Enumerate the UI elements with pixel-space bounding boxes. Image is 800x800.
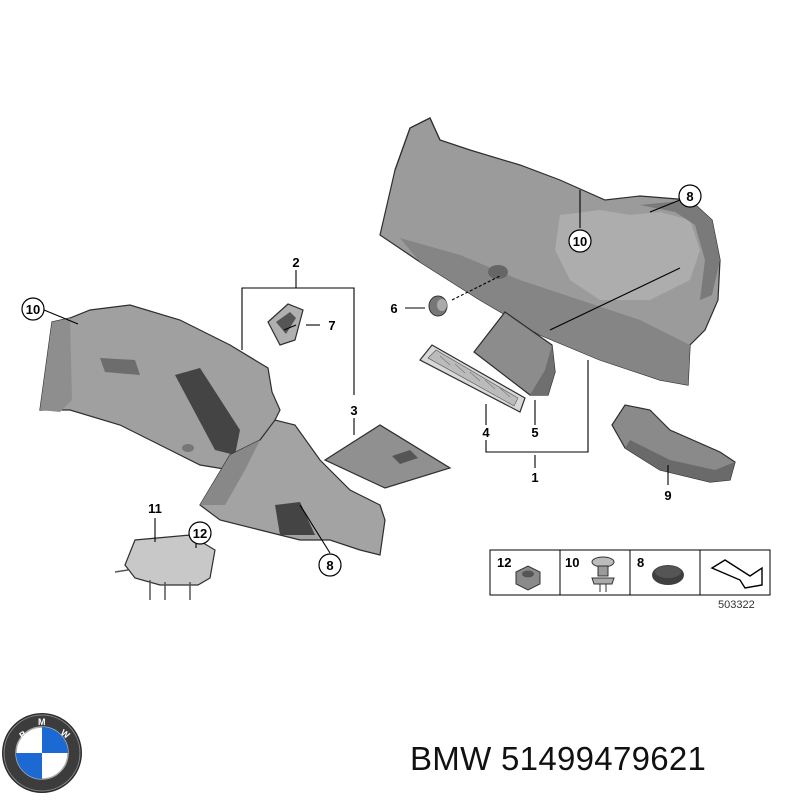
svg-text:7: 7 <box>328 318 335 333</box>
footer-part-number: BMW 51499479621 <box>410 740 706 778</box>
cover-panel <box>473 311 556 396</box>
callout-3: 3 <box>350 403 357 418</box>
callout-1: 1 <box>531 470 538 485</box>
callout-10-top: 10 <box>568 229 592 253</box>
svg-text:12: 12 <box>193 526 207 541</box>
side-cover-panel <box>323 424 452 489</box>
mounting-bracket <box>611 404 736 483</box>
callout-7: 7 <box>328 318 335 333</box>
mounting-rail <box>114 534 216 600</box>
svg-text:10: 10 <box>26 302 40 317</box>
callout-8-top: 8 <box>678 184 702 208</box>
nut-icon <box>515 565 541 591</box>
trunk-side-trim-panel <box>379 117 721 386</box>
svg-text:4: 4 <box>482 425 490 440</box>
storage-net <box>419 344 526 413</box>
svg-text:8: 8 <box>637 555 644 570</box>
callout-8-bottom: 8 <box>318 553 342 577</box>
leader-lines <box>43 190 681 554</box>
callout-4: 4 <box>482 425 490 440</box>
svg-text:2: 2 <box>292 255 299 270</box>
diagram-number: 503322 <box>718 599 755 611</box>
svg-text:3: 3 <box>350 403 357 418</box>
svg-text:12: 12 <box>497 555 511 570</box>
legend-item-8: 8 <box>637 555 684 585</box>
callout-12: 12 <box>188 521 212 545</box>
small-bracket <box>267 303 304 346</box>
arrow-direction-icon <box>710 559 763 589</box>
fastener-legend: 12 10 8 503322 <box>489 549 771 611</box>
callout-9: 9 <box>664 488 671 503</box>
bmw-logo: B M W <box>2 713 82 793</box>
svg-text:8: 8 <box>326 558 333 573</box>
svg-text:11: 11 <box>148 501 162 516</box>
svg-text:8: 8 <box>686 189 693 204</box>
brand-name: BMW <box>410 740 492 777</box>
svg-text:10: 10 <box>565 555 579 570</box>
svg-text:1: 1 <box>531 470 538 485</box>
svg-text:5: 5 <box>531 425 538 440</box>
left-trunk-trim-panel <box>39 304 281 471</box>
callout-6: 6 <box>390 301 397 316</box>
plug-part <box>428 295 448 317</box>
callout-10-left: 10 <box>21 297 45 321</box>
part-number: 51499479621 <box>501 740 707 777</box>
clip-icon <box>591 556 615 592</box>
svg-text:10: 10 <box>573 234 587 249</box>
callout-2: 2 <box>292 255 299 270</box>
legend-item-10: 10 <box>565 555 615 592</box>
trunk-front-trim <box>199 419 386 556</box>
svg-text:6: 6 <box>390 301 397 316</box>
legend-item-12: 12 <box>497 555 541 591</box>
svg-text:M: M <box>38 717 46 727</box>
svg-text:9: 9 <box>664 488 671 503</box>
callout-5: 5 <box>531 425 538 440</box>
callout-11: 11 <box>148 501 162 516</box>
grommet-icon <box>652 565 684 585</box>
svg-text:B: B <box>17 728 28 740</box>
